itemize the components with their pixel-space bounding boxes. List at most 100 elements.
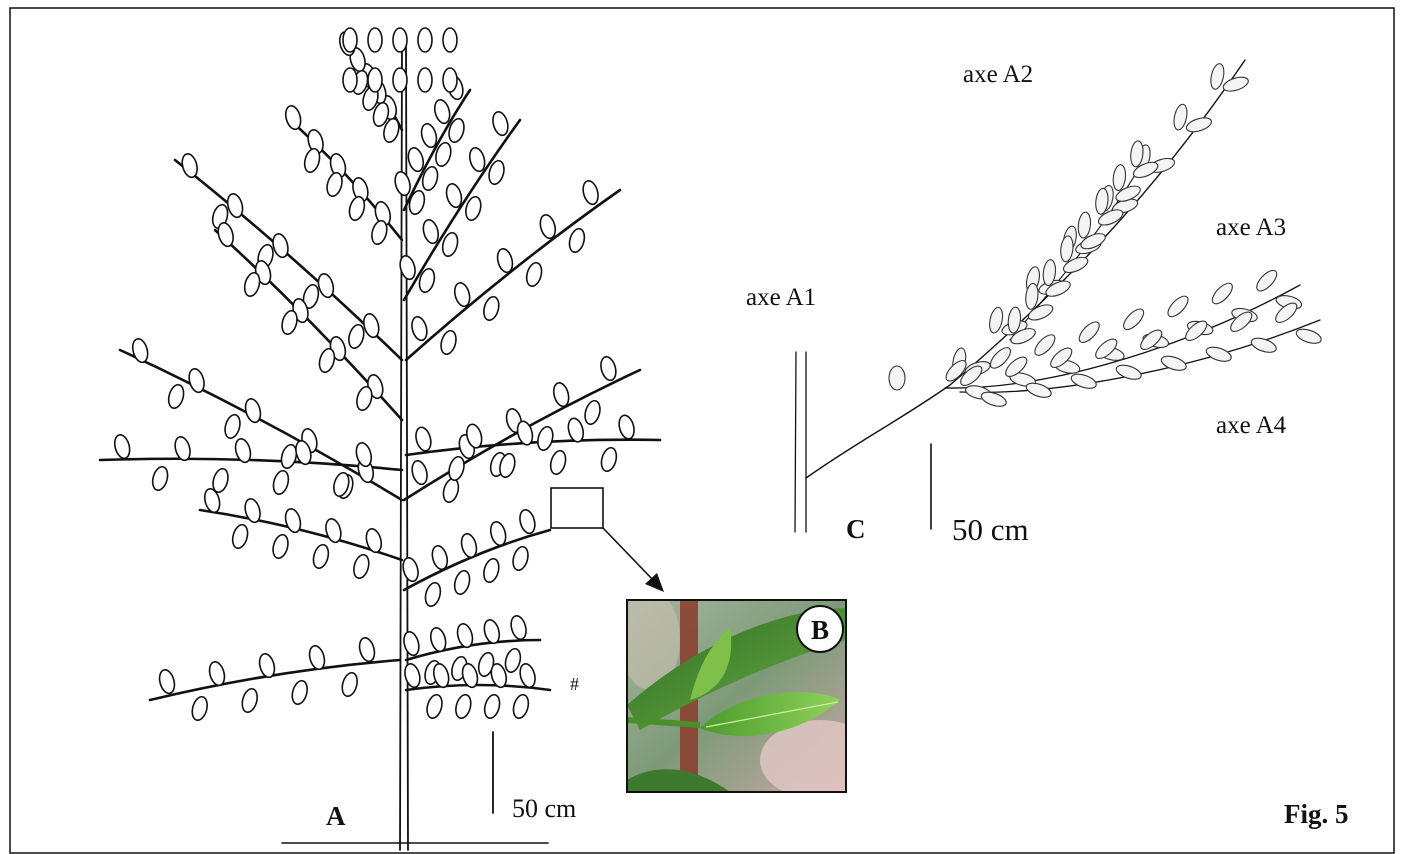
panel-b-label: B bbox=[811, 615, 829, 645]
leaf-a bbox=[311, 543, 331, 570]
leaf-a bbox=[538, 213, 558, 240]
leaf-a bbox=[511, 693, 531, 720]
leaf-c bbox=[1165, 293, 1192, 320]
leaves-a bbox=[112, 28, 636, 722]
leaf-a bbox=[423, 581, 443, 608]
leaf-a bbox=[364, 527, 384, 554]
leaf-a bbox=[418, 28, 432, 52]
leaf-a bbox=[343, 68, 357, 92]
leaf-a bbox=[481, 295, 501, 322]
leaf-a bbox=[583, 399, 603, 426]
leaf-a bbox=[414, 426, 434, 453]
leaf-a bbox=[452, 569, 472, 596]
leaf-a bbox=[548, 449, 568, 476]
axis-label-a3: axe A3 bbox=[1216, 214, 1286, 241]
leaf-c bbox=[1115, 362, 1143, 382]
inset-arrow bbox=[603, 528, 655, 582]
axis-label-a1: axe A1 bbox=[746, 284, 816, 311]
leaf-a bbox=[481, 557, 501, 584]
panel-c-label: C bbox=[846, 514, 866, 544]
leaf-c bbox=[1025, 380, 1053, 400]
leaf-a bbox=[230, 523, 250, 550]
leaf-c bbox=[1032, 331, 1059, 358]
scale-label-c: 50 cm bbox=[952, 512, 1029, 547]
leaf-a bbox=[491, 110, 511, 137]
leaf-a bbox=[271, 469, 291, 496]
leaf-a bbox=[346, 323, 366, 350]
leaf-a bbox=[403, 662, 423, 689]
leaf-a bbox=[130, 337, 150, 364]
leaf-c bbox=[1077, 211, 1092, 238]
leaf-a bbox=[190, 695, 210, 722]
leaf-a bbox=[410, 315, 430, 342]
leaf-a bbox=[443, 28, 457, 52]
leaf-c bbox=[1209, 280, 1236, 307]
leaf-c bbox=[1250, 335, 1278, 355]
hash-mark: # bbox=[570, 674, 579, 694]
leaf-c bbox=[1070, 371, 1098, 391]
leaf-a bbox=[581, 179, 601, 206]
leaf-a bbox=[441, 477, 461, 504]
leaf-a bbox=[482, 693, 502, 720]
leaf-a bbox=[509, 614, 529, 641]
leaf-a bbox=[290, 679, 310, 706]
leaf-a bbox=[406, 146, 426, 173]
branch-a bbox=[100, 459, 402, 470]
leaf-c bbox=[1120, 306, 1147, 333]
tree-drawing-a bbox=[100, 28, 660, 850]
branch-drawing-c bbox=[795, 60, 1323, 532]
panel-a-label: A bbox=[326, 801, 346, 831]
inset-box bbox=[551, 488, 603, 528]
leaf-a bbox=[357, 636, 377, 663]
leaf-a bbox=[443, 68, 457, 92]
leaf-c bbox=[889, 366, 905, 390]
leaf-a bbox=[410, 459, 430, 486]
leaf-a bbox=[599, 446, 619, 473]
leaf-c bbox=[1112, 164, 1127, 191]
leaf-a bbox=[401, 556, 421, 583]
leaf-a bbox=[351, 553, 371, 580]
leaf-a bbox=[617, 414, 637, 441]
leaf-a bbox=[180, 152, 200, 179]
leaf-a bbox=[518, 662, 538, 689]
leaf-a bbox=[340, 671, 360, 698]
leaf-a bbox=[393, 170, 413, 197]
leaf-a bbox=[432, 98, 452, 125]
leaf-a bbox=[467, 146, 487, 173]
leaf-c bbox=[1253, 267, 1280, 294]
axis-label-a2: axe A2 bbox=[963, 61, 1033, 88]
leaf-c bbox=[1059, 235, 1074, 262]
branch-a bbox=[406, 440, 660, 455]
figure-caption: Fig. 5 bbox=[1284, 799, 1349, 829]
photo-b: B bbox=[620, 590, 880, 800]
leaf-a bbox=[511, 545, 531, 572]
leaf-a bbox=[368, 28, 382, 52]
leaf-a bbox=[421, 218, 441, 245]
axis-a1-stem bbox=[795, 352, 806, 532]
leaf-a bbox=[535, 425, 555, 452]
leaf-a bbox=[402, 630, 422, 657]
leaf-a bbox=[271, 533, 291, 560]
axis-label-a4: axe A4 bbox=[1216, 412, 1287, 439]
leaf-a bbox=[567, 227, 587, 254]
leaf-a bbox=[393, 28, 407, 52]
leaf-a bbox=[150, 465, 170, 492]
leaf-a bbox=[599, 355, 619, 382]
leaf-a bbox=[223, 413, 243, 440]
leaf-a bbox=[407, 189, 427, 216]
leaf-a bbox=[368, 68, 382, 92]
leaf-a bbox=[283, 104, 303, 131]
leaf-a bbox=[453, 693, 473, 720]
branch-a bbox=[406, 190, 620, 360]
leaf-a bbox=[112, 433, 132, 460]
leaf-a bbox=[393, 68, 407, 92]
leaf-c bbox=[1295, 326, 1323, 346]
leaf-a bbox=[524, 261, 544, 288]
leaf-a bbox=[452, 281, 472, 308]
inset-arrowhead bbox=[645, 573, 664, 592]
leaf-c bbox=[1185, 115, 1213, 134]
leaf-c bbox=[1222, 74, 1250, 93]
leaf-c bbox=[1076, 319, 1103, 346]
leaf-a bbox=[518, 508, 538, 535]
